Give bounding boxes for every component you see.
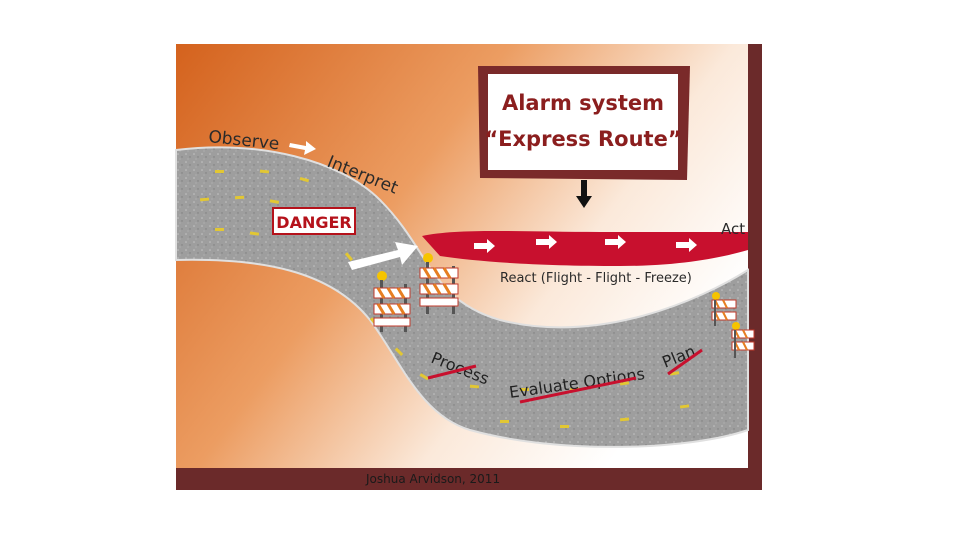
act-label: Act xyxy=(721,220,745,238)
barricade-middle xyxy=(419,253,459,314)
react-label: React (Flight - Flight - Freeze) xyxy=(500,271,692,286)
alarm-box: Alarm system “Express Route” xyxy=(478,66,690,180)
barricade-left xyxy=(373,271,411,332)
express-route-arrows xyxy=(474,235,697,253)
down-arrow-icon xyxy=(576,180,592,208)
evaluate-cross-out xyxy=(519,376,637,404)
danger-sign: DANGER xyxy=(272,207,356,235)
barricade-right-bottom xyxy=(731,322,755,358)
danger-label: DANGER xyxy=(276,213,351,232)
small-arrow-icon xyxy=(289,141,316,155)
plan-cross-out xyxy=(667,348,703,376)
express-route xyxy=(422,231,748,266)
barricade-right-top xyxy=(711,292,737,326)
big-arrow-icon xyxy=(348,242,418,270)
credit-label: Joshua Arvidson, 2011 xyxy=(365,472,500,486)
alarm-box-line2: “Express Route” xyxy=(484,127,681,151)
process-cross-out xyxy=(427,364,477,380)
alarm-box-line1: Alarm system xyxy=(502,91,664,115)
